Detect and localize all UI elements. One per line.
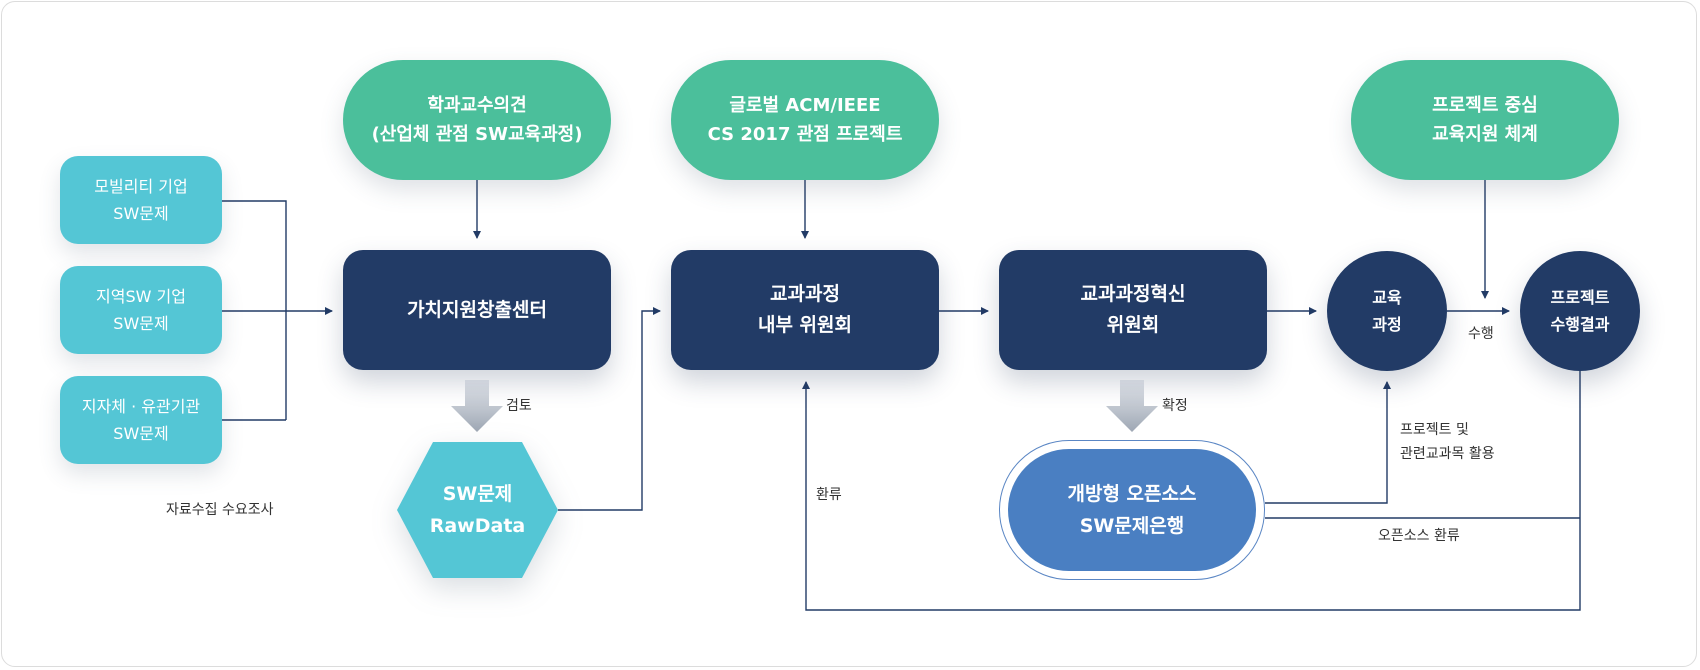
connector-bank-curriculum xyxy=(1265,381,1391,504)
connector-feedback-loop xyxy=(802,370,1581,611)
connector-rawdata xyxy=(558,307,661,511)
data-collection-label: 자료수집 수요조사 xyxy=(166,502,274,518)
feedback-label: 환류 xyxy=(816,487,842,503)
rawdata-hexagon xyxy=(397,442,558,578)
dept-opinion-node: 학과교수의견 (산업체 관점 SW교육과정) xyxy=(343,60,611,180)
mobility-problem-node: 모빌리티 기업 SW문제 xyxy=(60,156,222,244)
project-support-node: 프로젝트 중심 교육지원 체계 xyxy=(1351,60,1619,180)
connector-mobility xyxy=(222,200,287,420)
acm-ieee-node: 글로벌 ACM/IEEE CS 2017 관점 프로젝트 xyxy=(671,60,939,180)
local-gov-problem-node: 지자체 · 유관기관 SW문제 xyxy=(60,376,222,464)
curriculum-innovation-node: 교과과정혁신 위원회 xyxy=(999,250,1267,370)
confirm-arrow xyxy=(1106,380,1158,432)
review-arrow xyxy=(451,380,503,432)
review-label: 검토 xyxy=(506,398,532,414)
value-center-node: 가치지원창출센터 xyxy=(343,250,611,370)
curriculum-circle-node: 교육 과정 xyxy=(1327,251,1447,371)
regional-problem-node: 지역SW 기업 SW문제 xyxy=(60,266,222,354)
project-result-node: 프로젝트 수행결과 xyxy=(1520,251,1640,371)
opensource-feedback-label: 오픈소스 환류 xyxy=(1378,528,1460,544)
confirm-label: 확정 xyxy=(1162,398,1188,414)
perform-label: 수행 xyxy=(1468,326,1494,342)
open-bank-node: 개방형 오픈소스 SW문제은행 xyxy=(1008,449,1256,571)
rawdata-node: SW문제 RawData xyxy=(429,483,526,537)
project-usage-label: 프로젝트 및 관련교과목 활용 xyxy=(1400,422,1495,462)
curriculum-internal-node: 교과과정 내부 위원회 xyxy=(671,250,939,370)
